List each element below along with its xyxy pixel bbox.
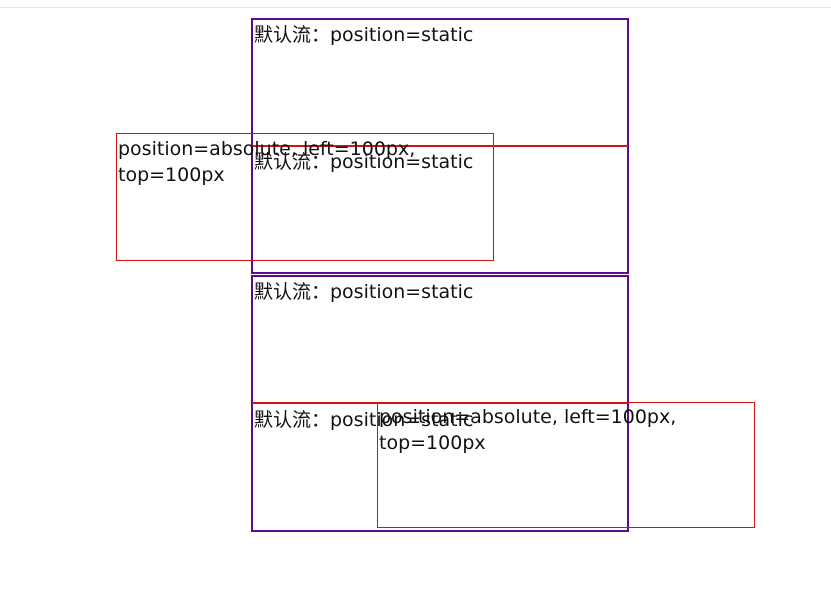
static-box-1 [252,19,628,147]
static-box-1-label: 默认流：position=static [254,24,474,46]
absolute-box-1-label-line2: top=100px [118,164,225,186]
absolute-box-2-label-line1: position=absolute, left=100px, [379,406,677,428]
static-box-4-label: 默认流：position=static [254,409,474,431]
static-box-3 [252,276,628,404]
absolute-box-2-label: position=absolute, left=100px, top=100px [379,404,679,456]
absolute-box-2 [377,402,755,528]
top-divider [0,7,831,8]
static-box-3-label: 默认流：position=static [254,281,474,303]
absolute-box-1-label-line1: position=absolute, left=100px, [118,138,416,160]
absolute-box-2-label-line2: top=100px [379,432,486,454]
static-box-2-label: 默认流：position=static [254,151,474,173]
absolute-box-1-label: position=absolute, left=100px, top=100px [118,136,418,188]
absolute-box-1 [116,133,494,261]
